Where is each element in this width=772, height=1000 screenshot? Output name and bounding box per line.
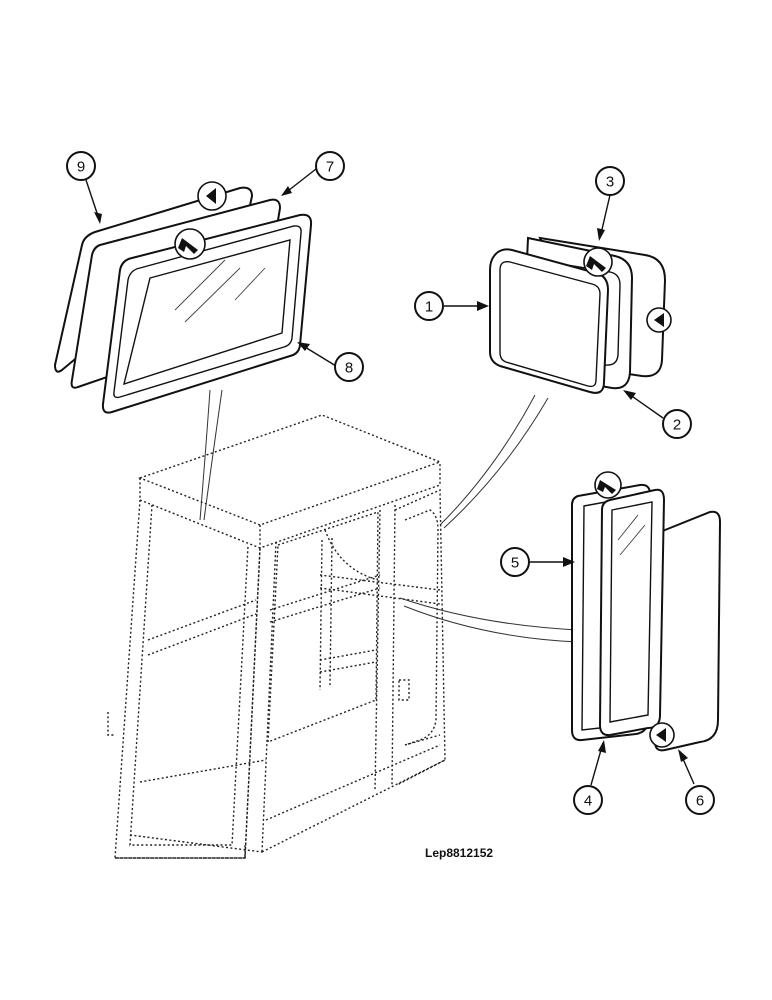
sealant-symbol-icon: [649, 722, 675, 748]
callout-4: 4: [573, 785, 603, 815]
adhesive-symbol-icon: [594, 471, 622, 499]
callout-3-label: 3: [606, 174, 614, 191]
callout-leaders: [85, 168, 695, 786]
part-1-gasket: [489, 248, 610, 394]
part-6-side-panel: [654, 510, 722, 752]
callout-7-label: 7: [326, 159, 334, 176]
callout-6: 6: [685, 785, 715, 815]
part-8-seal-frame: [101, 213, 313, 414]
callout-3: 3: [595, 166, 625, 196]
callout-2: 2: [662, 409, 692, 439]
drawing-id: Lep8812152: [425, 846, 493, 860]
callout-8: 8: [334, 352, 364, 382]
sealant-symbol-icon: [646, 307, 672, 333]
callout-9: 9: [66, 151, 96, 181]
callout-1: 1: [414, 291, 444, 321]
callout-4-label: 4: [584, 793, 592, 810]
sealant-symbol-icon: [197, 181, 227, 211]
callout-1-label: 1: [425, 299, 433, 316]
part-5-glass: [598, 488, 666, 737]
callout-9-label: 9: [77, 159, 85, 176]
cab-frame: [107, 414, 446, 859]
adhesive-symbol-icon: [583, 247, 613, 277]
connector-lines: [199, 389, 579, 643]
callout-5: 5: [500, 547, 530, 577]
callout-6-label: 6: [696, 793, 704, 810]
callout-5-label: 5: [511, 555, 519, 572]
adhesive-symbol-icon: [174, 228, 206, 260]
callout-8-label: 8: [345, 360, 353, 377]
callout-2-label: 2: [673, 417, 681, 434]
callout-7: 7: [315, 151, 345, 181]
